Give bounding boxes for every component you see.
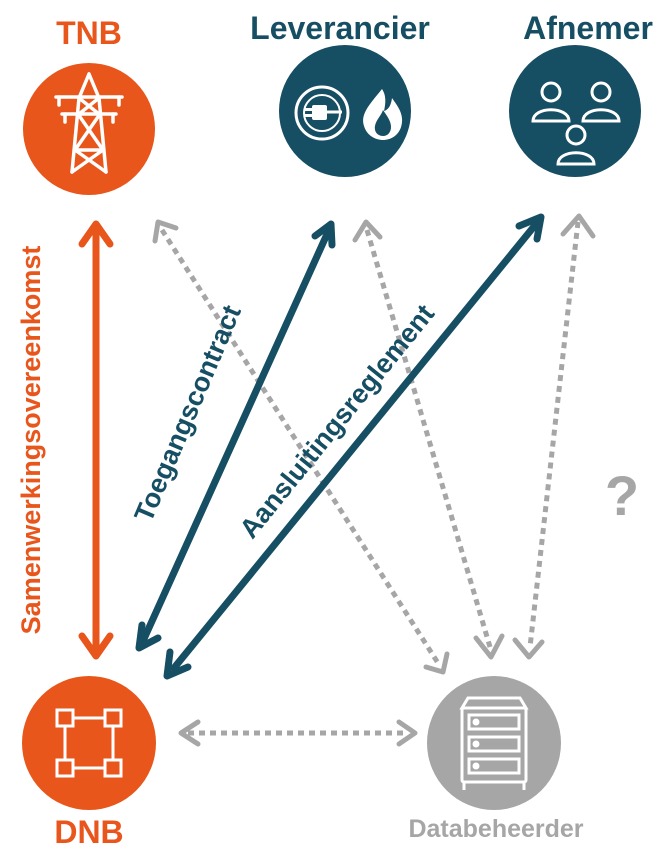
- dotted-arrow-afnemer-databeheerder: [527, 221, 581, 648]
- aansluitingsreglement-label: Aansluitingsreglement: [234, 299, 440, 544]
- dnb-title: DNB: [54, 814, 123, 849]
- leverancier-node: [279, 45, 411, 177]
- databeheerder-title: Databeheerder: [408, 815, 583, 843]
- toegangscontract-arrow: [135, 220, 336, 652]
- samenwerking-label: Samenwerkingsovereenkomst: [16, 246, 46, 635]
- people-group-icon: [531, 81, 621, 166]
- tnb-node: [23, 63, 155, 195]
- samenwerking-arrow: [78, 220, 114, 660]
- afnemer-title: Afnemer: [523, 10, 653, 46]
- unknown-question-mark: ?: [605, 464, 639, 527]
- dotted-arrow-tnb-databeheerder: [159, 228, 441, 665]
- plug-and-flame-icon: [294, 85, 403, 141]
- dotted-arrowheads: [152, 213, 596, 747]
- tnb-title: TNB: [56, 15, 122, 51]
- dnb-node: [22, 676, 156, 810]
- power-pylon-icon: [54, 72, 124, 174]
- grid-square-icon: [55, 708, 123, 778]
- dotted-arrows: [159, 221, 581, 736]
- server-rack-icon: [459, 696, 529, 790]
- toegangscontract-label: Toegangscontract: [129, 301, 247, 526]
- aansluitingsreglement-arrow: [163, 213, 545, 680]
- afnemer-node: [509, 45, 641, 177]
- leverancier-title: Leverancier: [250, 10, 430, 46]
- databeheerder-node: [427, 676, 561, 810]
